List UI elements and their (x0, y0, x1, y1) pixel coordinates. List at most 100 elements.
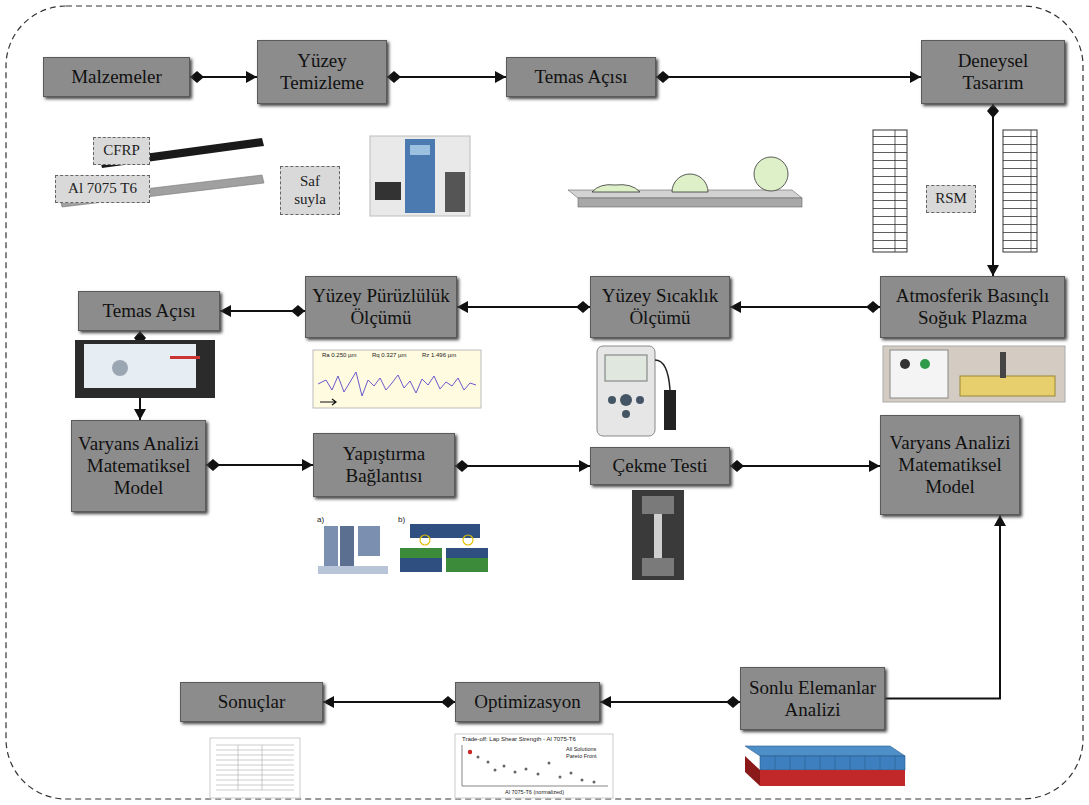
rsm-design-tables-part (1003, 130, 1037, 252)
figure-label: Al 7075-T6 (normalized) (505, 789, 564, 795)
pareto-chart-part (487, 761, 490, 764)
bonding-specimen-images-part (340, 526, 354, 566)
figure-label: Rz 1.496 µm (422, 352, 456, 359)
cleaning-device-photo-part (410, 145, 430, 155)
dashed-frame (6, 6, 1083, 799)
cleaning-device-photo-part (375, 182, 401, 200)
bonding-specimen-images-part (446, 548, 488, 558)
box-text: CFRP (103, 142, 140, 159)
box-text: Çekme Testi (613, 455, 708, 477)
box-text: Varyans Analizi Matematiksel Model (887, 432, 1013, 498)
pareto-chart (455, 734, 613, 798)
bonding-specimen-images (315, 516, 490, 578)
flow-connector (730, 465, 880, 467)
pareto-chart-part (593, 781, 596, 784)
flow-connector (992, 104, 994, 276)
box-text: Optimizasyon (474, 691, 581, 713)
contact-angle-sketch-part (578, 198, 802, 207)
thermometer-photo (597, 346, 676, 436)
cleaning-device-photo-part (445, 172, 465, 212)
pareto-chart-part (503, 765, 506, 768)
box-text: Al 7075 T6 (68, 180, 137, 197)
figure-label: All Solutions (566, 746, 596, 752)
plasma-device-photo-part (883, 346, 1065, 402)
box-text: Yapıştırma Bağlantısı (320, 443, 448, 487)
figure-label: Trade-off: Lap Shear Strength - Al 7075-… (462, 736, 576, 743)
box-text: Yüzey Sıcaklık Ölçümü (597, 285, 723, 329)
fe-model-image-part (775, 756, 895, 770)
process-box: Temas Açısı (78, 291, 220, 331)
flow-connector (220, 310, 305, 312)
box-text: Atmosferik Basınçlı Soğuk Plazma (887, 285, 1058, 329)
results-table-image (210, 738, 300, 798)
roughness-profile-plot-part (318, 372, 476, 396)
bonding-specimen-images-part (315, 516, 490, 578)
box-text: Sonlu Elemanlar Analizi (747, 677, 878, 721)
pareto-chart-part (559, 776, 562, 779)
box-text: Yüzey Temizleme (264, 50, 380, 94)
flow-connector (656, 76, 921, 78)
pareto-chart-part (548, 762, 551, 765)
process-box: Varyans Analizi Matematiksel Model (880, 415, 1020, 515)
contact-angle-screenshot-part (84, 344, 196, 388)
fe-model-image-part (745, 746, 905, 756)
results-table-image-part (210, 738, 300, 798)
pareto-chart-part (477, 756, 480, 759)
thermometer-photo-part (636, 396, 644, 404)
plasma-device-photo-part (960, 376, 1055, 396)
label-box: RSM (926, 185, 976, 213)
pareto-chart-part (537, 773, 540, 776)
plasma-device-photo-part (890, 350, 948, 398)
label-box: Al 7075 T6 (55, 175, 150, 203)
box-text: Deneysel Tasarım (928, 50, 1058, 94)
flow-connector (387, 76, 506, 78)
thermometer-photo-part (608, 396, 616, 404)
figure-label: Rq 0.327 µm (372, 352, 406, 359)
process-box: Yüzey Temizleme (257, 40, 387, 104)
rsm-design-tables-part (873, 130, 907, 252)
bonding-specimen-images-part (410, 524, 480, 538)
pareto-chart-part (468, 750, 472, 754)
bonding-specimen-images-part (446, 558, 488, 572)
process-box: Yapıştırma Bağlantısı (313, 433, 455, 497)
pareto-chart-part (494, 769, 497, 772)
box-text: Yüzey Pürüzlülük Ölçümü (312, 285, 450, 329)
fe-model-image (745, 746, 905, 786)
process-box: Yüzey Sıcaklık Ölçümü (590, 276, 730, 338)
cleaning-device-photo-part (405, 139, 435, 213)
flow-connector (730, 306, 880, 308)
fe-model-image-part (745, 756, 760, 786)
contact-angle-sketch-part (754, 157, 788, 191)
flow-connector (457, 306, 590, 308)
label-box: Saf suyla (280, 166, 340, 215)
box-text: Temas Açısı (534, 66, 627, 88)
flow-connector (885, 515, 1000, 699)
bonding-specimen-images-part (358, 526, 380, 556)
pareto-chart-part (514, 771, 517, 774)
bonding-specimen-images-part (420, 535, 430, 545)
flow-connector (600, 701, 740, 703)
figure-label: Ra 0.250 µm (322, 352, 356, 359)
roughness-profile-plot (313, 350, 481, 408)
plasma-device-photo-part (1000, 352, 1006, 378)
fe-model-image-part (760, 770, 905, 786)
pareto-chart-part (570, 772, 573, 775)
bonding-specimen-images-part (324, 526, 338, 566)
thermometer-photo-part (605, 355, 647, 381)
box-text: Varyans Analizi Matematiksel Model (78, 433, 199, 499)
box-text: Temas Açısı (102, 300, 195, 322)
pareto-chart-part (455, 734, 613, 798)
process-box: Varyans Analizi Matematiksel Model (71, 420, 206, 512)
roughness-profile-plot-part (320, 399, 336, 405)
results-table-image-part (216, 745, 294, 790)
tensile-test-photo-part (632, 490, 684, 580)
thermometer-photo-part (597, 346, 655, 436)
pareto-chart-part (581, 779, 584, 782)
plasma-device-photo (883, 346, 1065, 402)
flow-connector (455, 465, 590, 467)
flow-connector (206, 464, 313, 466)
process-box: Yüzey Pürüzlülük Ölçümü (305, 276, 457, 338)
contact-angle-sketch (568, 157, 802, 207)
process-box: Atmosferik Basınçlı Soğuk Plazma (880, 276, 1065, 338)
